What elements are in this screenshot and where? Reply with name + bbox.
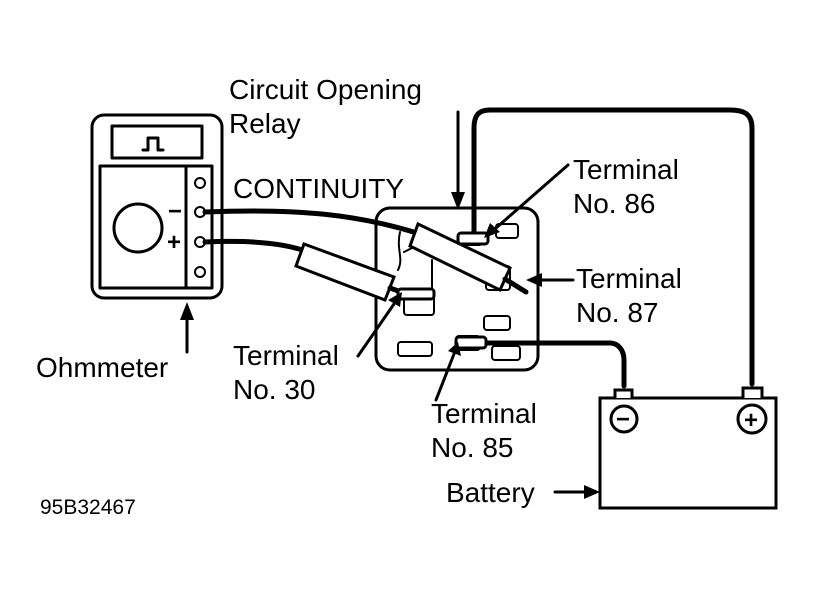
negative-probe-tip bbox=[502, 276, 529, 295]
clip-terminal-86 bbox=[456, 231, 490, 246]
battery-post-positive bbox=[741, 386, 764, 398]
battery-positive-symbol: + bbox=[744, 407, 758, 434]
pulse-icon bbox=[141, 136, 165, 152]
battery-body bbox=[598, 396, 778, 510]
meter-plus-symbol: + bbox=[167, 229, 181, 256]
relay-label-line1: Circuit Opening bbox=[229, 74, 422, 105]
positive-battery-wire bbox=[471, 107, 755, 387]
relay-label-line2: Relay bbox=[229, 108, 301, 139]
t87-leader-arrow bbox=[526, 273, 542, 287]
t86-label-line1: Terminal bbox=[573, 154, 679, 185]
probe-contact-30 bbox=[396, 287, 436, 301]
t86-leader bbox=[494, 163, 570, 230]
t30-leader bbox=[356, 302, 396, 358]
t85-leader bbox=[434, 352, 456, 402]
battery-leader-arrow bbox=[584, 485, 600, 499]
ohmmeter-leader-arrow bbox=[180, 302, 194, 320]
t30-leader-arrow bbox=[388, 292, 402, 307]
t87-label-line2: No. 87 bbox=[576, 297, 659, 328]
ohmmeter-panel bbox=[98, 164, 214, 290]
negative-battery-wire bbox=[469, 340, 627, 389]
ohmmeter-dial bbox=[112, 202, 164, 254]
meter-jack-bottom bbox=[194, 266, 206, 278]
t30-label-line2: No. 30 bbox=[233, 374, 316, 405]
meter-jack-top bbox=[194, 177, 206, 189]
labels: Circuit Opening Relay CONTINUITY Termina… bbox=[36, 74, 682, 519]
ohmmeter-label: Ohmmeter bbox=[36, 352, 168, 383]
battery-positive-circle bbox=[736, 403, 768, 435]
battery-negative-symbol: − bbox=[616, 406, 630, 433]
relay-socket-bottom-left bbox=[397, 341, 433, 357]
relay-socket-bottom-right bbox=[491, 345, 521, 361]
t87-label-line1: Terminal bbox=[576, 263, 682, 294]
leaders bbox=[180, 110, 600, 499]
t85-label-line1: Terminal bbox=[431, 398, 537, 429]
continuity-label: CONTINUITY bbox=[233, 173, 404, 204]
relay-leader-arrow bbox=[451, 192, 465, 210]
positive-probe bbox=[294, 242, 396, 302]
relay-mark-left bbox=[397, 231, 402, 271]
ohmmeter: − + bbox=[90, 113, 224, 300]
relay-socket-mid-right bbox=[483, 315, 511, 331]
t86-label-line2: No. 86 bbox=[573, 188, 656, 219]
battery: − + bbox=[598, 386, 778, 510]
negative-probe bbox=[408, 221, 512, 293]
battery-wiring bbox=[454, 107, 755, 389]
t85-leader-arrow bbox=[448, 342, 461, 356]
ohmmeter-body bbox=[90, 113, 224, 300]
negative-lead-wire bbox=[202, 208, 423, 237]
battery-post-negative bbox=[613, 388, 634, 398]
battery-label: Battery bbox=[446, 477, 535, 508]
figure-id: 95B32467 bbox=[40, 496, 136, 519]
test-leads bbox=[202, 208, 529, 302]
t85-label-line2: No. 85 bbox=[431, 432, 514, 463]
battery-negative-circle bbox=[609, 404, 639, 434]
clip-terminal-85 bbox=[454, 335, 488, 350]
meter-minus-symbol: − bbox=[168, 198, 182, 225]
positive-lead-wire bbox=[202, 238, 311, 255]
ohmmeter-display bbox=[110, 124, 204, 160]
t86-leader-arrow bbox=[484, 223, 500, 238]
t30-label-line1: Terminal bbox=[233, 340, 339, 371]
